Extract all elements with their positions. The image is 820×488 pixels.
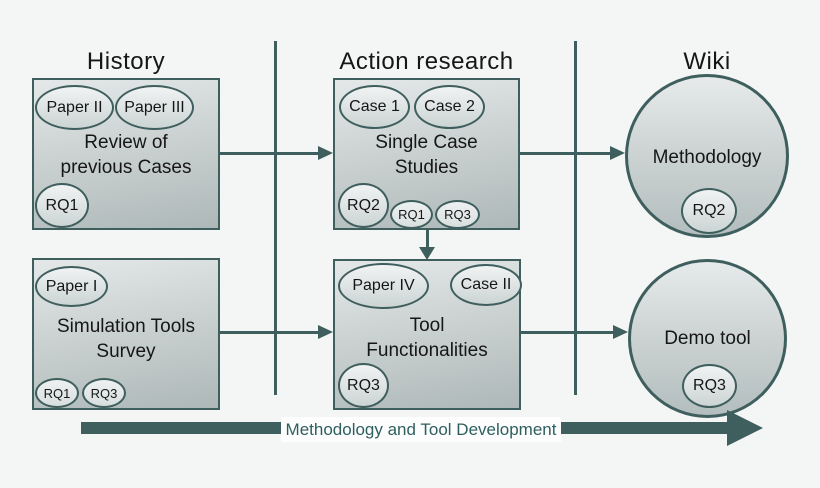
column-divider-left [274,41,277,395]
node-title-line1: Review of [84,132,168,153]
node-title-line2: Functionalities [366,340,488,361]
badge-paper-iii: Paper III [115,85,194,130]
arrow-toolfunc-to-demo [521,330,615,334]
badge-paper-i: Paper I [35,266,108,307]
node-single-case-studies: Case 1 Case 2 Single Case Studies RQ2 RQ… [333,78,520,230]
node-tool-functionalities: Paper IV Case II Tool Functionalities RQ… [333,259,522,410]
badge-rq1: RQ1 [35,378,79,408]
badge-rq2: RQ2 [681,188,737,234]
badge-case-1: Case 1 [339,85,410,129]
node-title-line2: previous Cases [60,157,192,178]
node-title-demo-tool: Demo tool [664,328,751,349]
node-title-line2: Studies [394,157,459,178]
arrow-review-to-singlecase [220,151,320,155]
node-title-line1: Tool [409,315,445,336]
node-title-line2: Survey [96,341,156,362]
node-methodology-wiki: Methodology RQ2 [625,74,789,238]
badge-paper-iv: Paper IV [338,263,429,309]
arrowhead-toolfunc-to-demo [613,325,628,339]
column-header-wiki: Wiki [683,48,731,75]
arrow-singlecase-to-toolfunc [425,230,429,248]
node-review-previous-cases: Paper II Paper III Review of previous Ca… [32,78,220,230]
badge-rq1: RQ1 [35,183,89,228]
column-header-action-research: Action research [339,48,514,75]
arrowhead-simulation-to-toolfunc [318,325,333,339]
badge-rq1-small: RQ1 [390,200,433,229]
column-header-history: History [86,48,166,75]
badge-paper-ii: Paper II [35,85,114,130]
node-simulation-tools-survey: Paper I Simulation Tools Survey RQ1 RQ3 [32,258,220,410]
badge-rq2: RQ2 [338,183,389,228]
node-title-methodology: Methodology [652,147,762,168]
badge-rq3: RQ3 [82,378,126,408]
node-title-line1: Simulation Tools [56,316,195,337]
node-title-simulation: Simulation Tools Survey [34,314,218,364]
timeline-banner-label: Methodology and Tool Development [281,417,561,442]
badge-rq3: RQ3 [682,364,737,408]
node-title-single-case: Single Case Studies [335,130,518,180]
arrow-singlecase-to-methodology [520,151,612,155]
arrowhead-singlecase-to-methodology [610,146,625,160]
arrow-simulation-to-toolfunc [220,330,320,334]
arrowhead-review-to-singlecase [318,146,333,160]
node-demo-tool-wiki: Demo tool RQ3 [628,259,787,418]
badge-rq3: RQ3 [338,363,389,408]
badge-case-2: Case 2 [414,85,485,129]
column-divider-right [574,41,577,395]
badge-rq3-small: RQ3 [435,200,480,229]
node-title-review: Review of previous Cases [34,130,218,180]
big-timeline-arrowhead [727,410,763,446]
node-title-tool-func: Tool Functionalities [335,313,519,363]
badge-case-ii: Case II [450,264,522,306]
node-title-line1: Single Case [375,132,478,153]
arrowhead-singlecase-to-toolfunc [419,247,435,260]
